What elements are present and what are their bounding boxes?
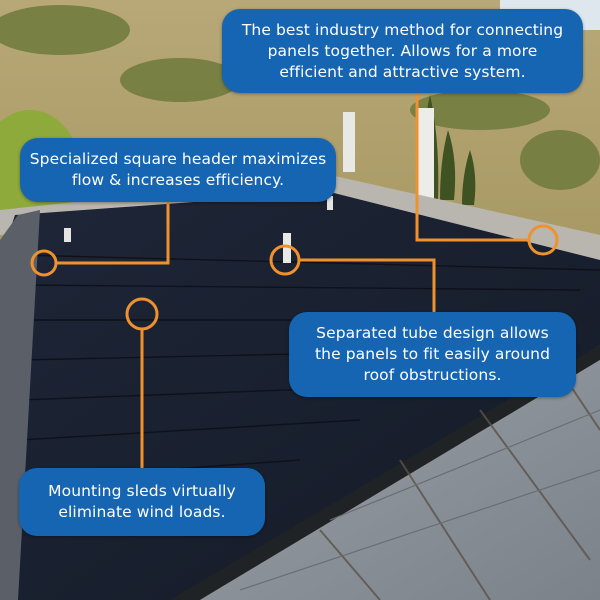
callout-tube-line-2: the panels to fit easily around — [314, 345, 551, 363]
callout-tube-line-3: roof obstructions. — [363, 366, 502, 384]
marker-sleds — [125, 297, 159, 331]
marker-header — [30, 249, 58, 277]
callout-header-line-2: flow & increases efficiency. — [71, 171, 285, 189]
callout-header: Specialized square header maximizes flow… — [20, 138, 336, 202]
callout-sleds-line-2: eliminate wind loads. — [58, 503, 226, 521]
callout-connection-line-1: The best industry method for connecting — [241, 20, 564, 39]
callout-sleds: Mounting sleds virtually eliminate wind … — [19, 468, 265, 536]
callout-sleds-line-1: Mounting sleds virtually — [48, 482, 236, 500]
callout-tube: Separated tube design allows the panels … — [289, 312, 576, 397]
callout-connection-line-3: efficient and attractive system. — [279, 62, 526, 81]
leader-tube — [298, 258, 436, 312]
callout-tube-line-1: Separated tube design allows — [316, 324, 549, 342]
marker-connection — [527, 224, 559, 256]
leader-connection — [415, 92, 529, 242]
marker-tube — [269, 244, 301, 276]
leader-header — [55, 200, 170, 265]
callout-connection: The best industry method for connecting … — [222, 9, 583, 93]
callout-connection-line-2: panels together. Allows for a more — [267, 41, 538, 60]
callout-header-line-1: Specialized square header maximizes — [29, 150, 327, 168]
